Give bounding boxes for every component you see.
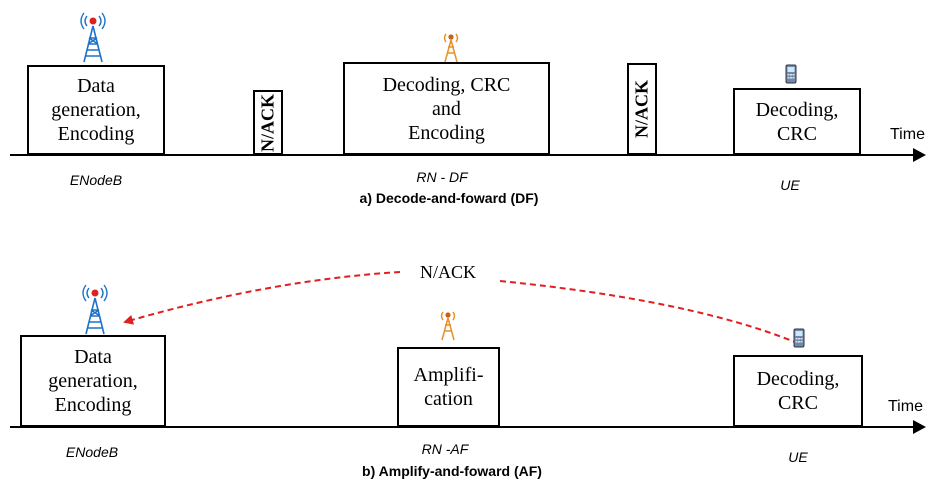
enodeb-tower-icon [82, 284, 108, 335]
decoding-crc-box: Decoding, CRC [733, 355, 863, 427]
time-label: Time [888, 398, 923, 415]
data-generation-encoding-box: Data generation, Encoding [20, 335, 166, 427]
time-axis [10, 154, 915, 156]
ue-phone-icon [793, 328, 805, 348]
relay-antenna-icon [440, 311, 456, 341]
node-label-rn-af: RN -AF [421, 441, 469, 457]
nack-box: N/ACK [627, 63, 657, 155]
relay-antenna-icon [443, 33, 459, 63]
node-label-enodeb: ENodeB [69, 172, 123, 188]
amplification-box: Amplifi- cation [397, 347, 500, 427]
box-label: Data generation, Encoding [48, 346, 138, 416]
time-axis [10, 426, 915, 428]
enodeb-tower-icon [80, 12, 106, 63]
caption-a: a) Decode-and-foward (DF) [359, 190, 539, 206]
ue-phone-icon [785, 64, 797, 84]
box-label: Decoding, CRC [755, 98, 839, 145]
node-label-ue: UE [788, 449, 808, 465]
box-label: Decoding, CRC [756, 368, 840, 414]
decoding-crc-box: Decoding, CRC [733, 88, 861, 155]
box-label: Decoding, CRC and Encoding [382, 73, 511, 144]
box-label: Amplifi- cation [413, 364, 484, 410]
time-axis-arrowhead [913, 148, 926, 162]
nack-box: N/ACK [253, 90, 283, 155]
time-label: Time [890, 126, 925, 143]
decoding-crc-encoding-box: Decoding, CRC and Encoding [343, 62, 550, 155]
node-label-ue: UE [780, 177, 800, 193]
node-label-enodeb: ENodeB [65, 444, 119, 460]
box-label: Data generation, Encoding [51, 75, 141, 145]
caption-b: b) Amplify-and-foward (AF) [362, 463, 542, 479]
node-label-rn-df: RN - DF [416, 169, 468, 185]
feedback-nack-label: N/ACK [416, 262, 480, 283]
time-axis-arrowhead [913, 420, 926, 434]
data-generation-encoding-box: Data generation, Encoding [27, 65, 165, 155]
